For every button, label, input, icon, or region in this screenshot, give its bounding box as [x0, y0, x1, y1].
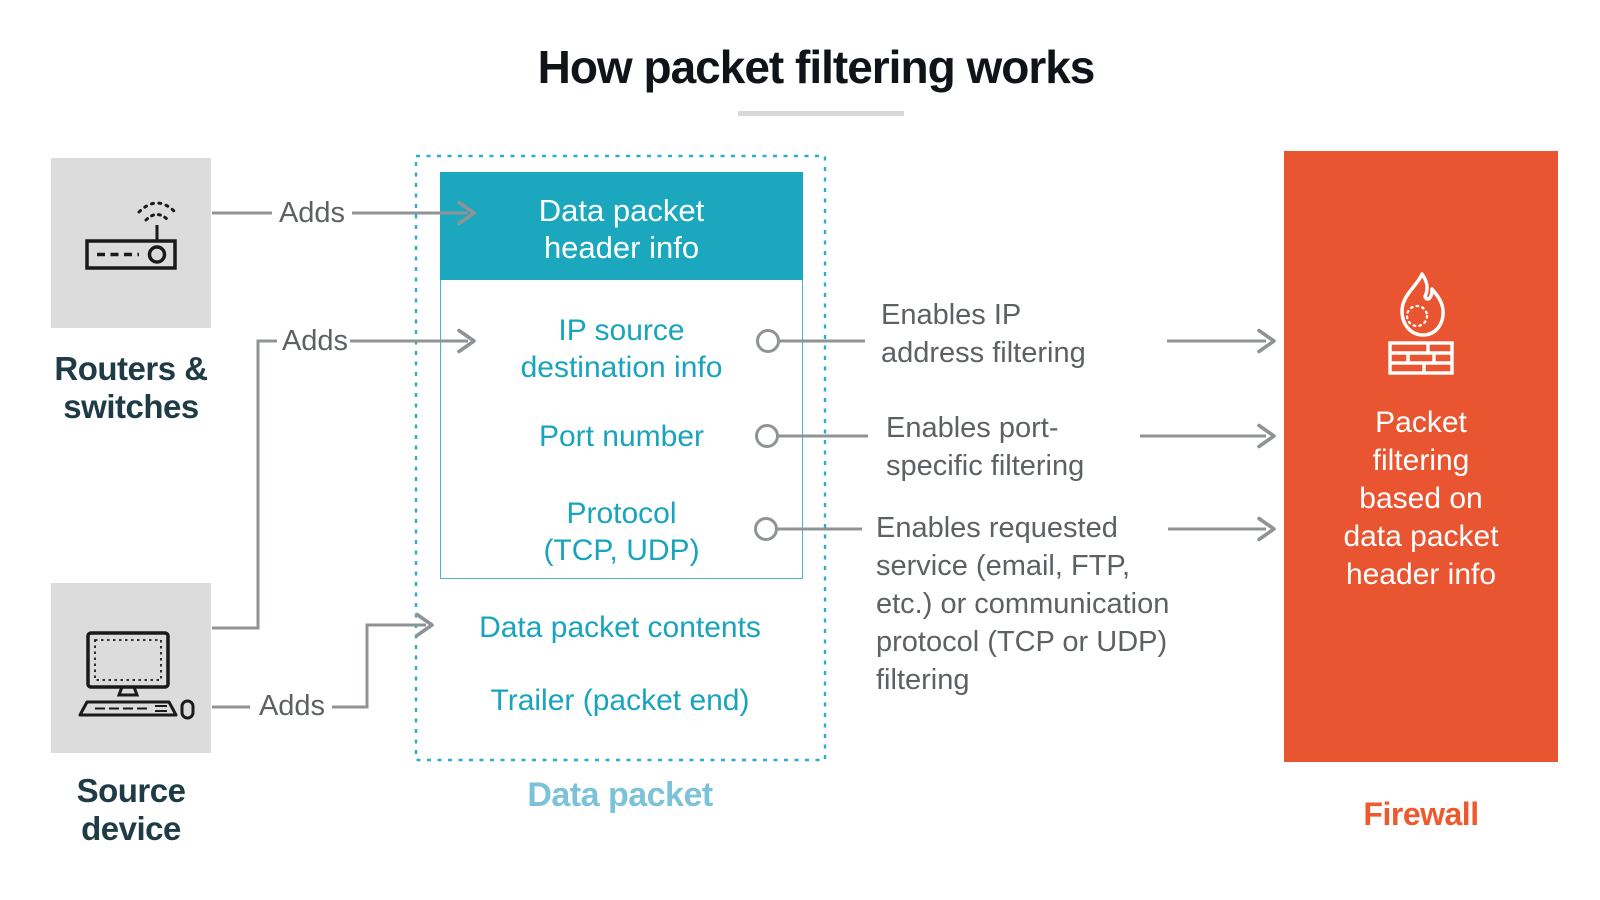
firewall-caption: Firewall	[1363, 796, 1479, 832]
field-port-number: Port number	[440, 418, 803, 455]
adds-label-contents: Adds	[258, 690, 326, 722]
adds-label-ip: Adds	[281, 325, 349, 357]
note-protocol-line2: service (email, FTP,	[876, 550, 1131, 582]
note-protocol-line3: etc.) or communication	[876, 588, 1170, 620]
arrowhead-icon	[1257, 328, 1276, 354]
packet-header-line2: header info	[543, 230, 700, 265]
firewall-flame-brick-icon	[1388, 272, 1454, 375]
field-ip-line2: destination info	[520, 351, 723, 384]
firewall-text-line1: Packet	[1375, 406, 1467, 439]
note-port-line2: specific filtering	[886, 450, 1085, 482]
source-label-line1: Source	[76, 772, 186, 809]
source-device-node	[51, 583, 211, 753]
field-protocol-line1: Protocol	[566, 497, 677, 530]
note-port-specific-filtering: Enables port- specific filtering	[886, 409, 1084, 485]
note-ip-line2: address filtering	[881, 337, 1086, 369]
packet-header-line1: Data packet	[538, 193, 705, 228]
data-packet-contents-text: Data packet contents	[479, 611, 761, 644]
adds-label-header: Adds	[278, 197, 346, 229]
note-ip-address-filtering: Enables IP address filtering	[881, 296, 1086, 372]
routers-switches-label: Routers & switches	[21, 350, 241, 426]
router-icon	[85, 201, 177, 270]
source-device-label: Source device	[21, 772, 241, 848]
note-protocol-line5: filtering	[876, 664, 970, 696]
data-packet-header-box: Data packet header info	[440, 172, 803, 280]
connector-source-to-ip	[212, 328, 476, 630]
field-protocol: Protocol (TCP, UDP)	[440, 495, 803, 569]
page-title: How packet filtering works	[537, 41, 1096, 93]
firewall-text-line5: header info	[1345, 558, 1497, 591]
arrowhead-icon	[1257, 516, 1276, 542]
firewall-text-line2: filtering	[1372, 444, 1470, 477]
routers-label-line2: switches	[63, 388, 199, 425]
desktop-computer-icon	[78, 631, 195, 720]
source-label-line2: device	[81, 810, 181, 847]
note-port-line1: Enables port-	[886, 412, 1059, 444]
firewall-node: Packet filtering based on data packet he…	[1284, 151, 1558, 762]
note-protocol-line1: Enables requested	[876, 512, 1118, 544]
note-protocol-line4: protocol (TCP or UDP)	[876, 626, 1168, 658]
arrowhead-icon	[1257, 423, 1276, 449]
routers-switches-node	[51, 158, 211, 328]
field-ip-source-destination: IP source destination info	[440, 312, 803, 386]
title-underline-rule	[738, 111, 904, 116]
field-protocol-line2: (TCP, UDP)	[543, 534, 700, 567]
firewall-box-text: Packet filtering based on data packet he…	[1284, 404, 1558, 594]
field-ip-line1: IP source	[558, 314, 685, 347]
firewall-text-line4: data packet	[1343, 520, 1499, 553]
data-packet-trailer-text: Trailer (packet end)	[490, 684, 750, 717]
note-requested-service-filtering: Enables requested service (email, FTP, e…	[876, 509, 1169, 699]
data-packet-caption: Data packet	[527, 776, 713, 814]
firewall-text-line3: based on	[1359, 482, 1483, 515]
routers-label-line1: Routers &	[54, 350, 208, 387]
field-port-line1: Port number	[538, 420, 705, 453]
note-ip-line1: Enables IP	[881, 299, 1022, 331]
